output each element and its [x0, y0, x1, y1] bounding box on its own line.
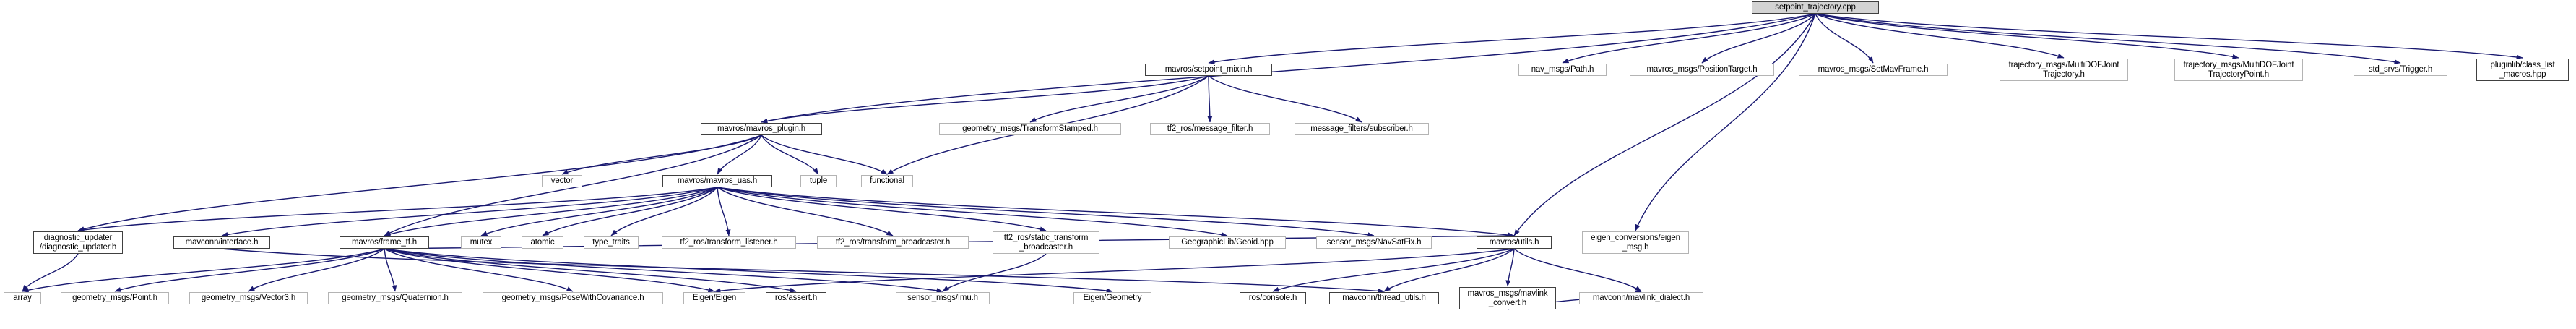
graph-node-std-srvs-trigger-h[interactable]: std_srvs/Trigger.h — [2354, 64, 2447, 76]
graph-node-mavconn-mavlink-dialect-h[interactable]: mavconn/mavlink_dialect.h — [1579, 292, 1703, 304]
graph-node-ros-assert-h[interactable]: ros/assert.h — [766, 292, 826, 304]
graph-edge — [1208, 13, 1816, 65]
graph-node-trajectory-msgs-multidofjoint-trajectorypoint-h[interactable]: trajectory_msgs/MultiDOFJoint Trajectory… — [2174, 59, 2303, 81]
graph-node-array[interactable]: array — [4, 292, 41, 304]
graph-node-geometry-msgs-vector3-h[interactable]: geometry_msgs/Vector3.h — [189, 292, 308, 304]
graph-edge — [542, 187, 718, 236]
graph-edge — [384, 248, 715, 293]
graph-edge — [717, 187, 731, 236]
graph-edge — [1815, 13, 2065, 59]
graph-edge — [1815, 13, 2401, 65]
graph-edge — [610, 187, 718, 236]
graph-edge — [384, 248, 397, 292]
graph-edge — [717, 187, 1375, 238]
graph-edge — [384, 248, 1113, 294]
graph-edge — [248, 248, 385, 292]
graph-edge — [114, 248, 385, 292]
graph-edge — [717, 187, 1228, 237]
graph-edge — [1383, 248, 1515, 292]
graph-node-pluginlib-class-list-macros-hpp[interactable]: pluginlib/class_list _macros.hpp — [2476, 59, 2569, 81]
graph-edge — [717, 187, 894, 236]
graph-node-tf2-ros-transform-broadcaster-h[interactable]: tf2_ros/transform_broadcaster.h — [817, 236, 969, 249]
graph-edge — [77, 134, 762, 232]
graph-node-mavconn-thread-utils-h[interactable]: mavconn/thread_utils.h — [1329, 292, 1439, 304]
graph-node-eigen-conversions-eigen-msg-h[interactable]: eigen_conversions/eigen _msg.h — [1582, 231, 1689, 254]
graph-node-type-traits[interactable]: type_traits — [584, 236, 639, 249]
graph-edge — [384, 248, 574, 292]
graph-node-geometry-msgs-point-h[interactable]: geometry_msgs/Point.h — [61, 292, 169, 304]
graph-node-sensor-msgs-navsatfix-h[interactable]: sensor_msgs/NavSatFix.h — [1316, 236, 1432, 249]
graph-node-mavros-utils-h[interactable]: mavros/utils.h — [1477, 236, 1552, 249]
graph-edge — [1562, 13, 1816, 64]
graph-edge — [384, 187, 718, 236]
graph-edge — [942, 253, 1047, 292]
graph-node-mavros-mavros-uas-h[interactable]: mavros/mavros_uas.h — [662, 175, 772, 187]
graph-edge — [480, 187, 718, 236]
graph-node-mavros-msgs-positiontarget-h[interactable]: mavros_msgs/PositionTarget.h — [1630, 64, 1774, 76]
graph-edge — [1208, 75, 1362, 123]
graph-edge — [384, 248, 797, 293]
graph-node-mutex[interactable]: mutex — [461, 236, 501, 249]
graph-node-geometry-msgs-posewithcovariance-h[interactable]: geometry_msgs/PoseWithCovariance.h — [483, 292, 663, 304]
graph-edge — [1505, 248, 1515, 287]
graph-node-mavros-frame-tf-h[interactable]: mavros/frame_tf.h — [340, 236, 429, 249]
graph-node-trajectory-msgs-multidofjoint-trajectory-h[interactable]: trajectory_msgs/MultiDOFJoint Trajectory… — [2000, 59, 2128, 81]
graph-node-atomic[interactable]: atomic — [522, 236, 563, 249]
graph-edge — [1701, 13, 1816, 64]
graph-node-mavconn-interface-h[interactable]: mavconn/interface.h — [173, 236, 270, 249]
graph-node-setpoint-trajectory-cpp[interactable]: setpoint_trajectory.cpp — [1752, 1, 1879, 14]
graph-edge — [761, 75, 1209, 124]
graph-node-mavros-msgs-mavlink-convert-h[interactable]: mavros_msgs/mavlink _convert.h — [1459, 287, 1556, 309]
graph-node-ros-console-h[interactable]: ros/console.h — [1240, 292, 1306, 304]
graph-edge — [221, 187, 718, 237]
graph-node-eigen-eigen[interactable]: Eigen/Eigen — [683, 292, 745, 304]
graph-node-mavros-setpoint-mixin-h[interactable]: mavros/setpoint_mixin.h — [1145, 64, 1272, 76]
graph-node-tuple[interactable]: tuple — [800, 175, 837, 187]
graph-node-mavros-mavros-plugin-h[interactable]: mavros/mavros_plugin.h — [701, 123, 822, 135]
graph-edge — [1815, 13, 1874, 64]
graph-edge — [761, 134, 819, 175]
graph-edge — [221, 248, 1385, 294]
graph-node-geometry-msgs-transformstamped-h[interactable]: geometry_msgs/TransformStamped.h — [939, 123, 1121, 135]
graph-node-sensor-msgs-imu-h[interactable]: sensor_msgs/Imu.h — [896, 292, 990, 304]
graph-edge — [1513, 13, 1816, 236]
graph-edge — [22, 248, 385, 293]
graph-edge — [1513, 248, 1642, 292]
graph-node-geographiclib-geoid-hpp[interactable]: GeographicLib/Geoid.hpp — [1169, 236, 1286, 249]
graph-node-nav-msgs-path-h[interactable]: nav_msgs/Path.h — [1518, 64, 1607, 76]
graph-node-eigen-geometry[interactable]: Eigen/Geometry — [1073, 292, 1151, 304]
graph-edge — [714, 248, 1515, 294]
graph-node-tf2-ros-transform-listener-h[interactable]: tf2_ros/transform_listener.h — [662, 236, 796, 249]
graph-node-message-filters-subscriber-h[interactable]: message_filters/subscriber.h — [1295, 123, 1429, 135]
graph-edge — [22, 253, 79, 292]
graph-edge — [717, 134, 762, 175]
graph-edge — [384, 248, 943, 294]
graph-node-mavros-msgs-setmavframe-h[interactable]: mavros_msgs/SetMavFrame.h — [1799, 64, 1948, 76]
graph-edge — [717, 187, 1047, 232]
graph-node-geometry-msgs-quaternion-h[interactable]: geometry_msgs/Quaternion.h — [328, 292, 462, 304]
graph-node-tf2-ros-message-filter-h[interactable]: tf2_ros/message_filter.h — [1150, 123, 1270, 135]
graph-edge — [1815, 13, 2523, 60]
graph-edge — [1029, 75, 1209, 123]
graph-edge — [717, 187, 1515, 238]
graph-node-diagnostic-updater-diagnostic-updater-h[interactable]: diagnostic_updater /diagnostic_updater.h — [33, 231, 123, 254]
graph-edge — [1272, 248, 1515, 292]
graph-node-functional[interactable]: functional — [861, 175, 913, 187]
graph-node-tf2-ros-static-transform-broadcaster-h[interactable]: tf2_ros/static_transform _broadcaster.h — [993, 231, 1099, 254]
graph-edge — [761, 134, 888, 175]
graph-edge — [1815, 13, 2239, 59]
graph-edge — [561, 134, 762, 175]
graph-edge — [1635, 13, 1816, 231]
graph-edge — [1207, 75, 1213, 123]
graph-edge — [77, 187, 718, 233]
graph-node-vector[interactable]: vector — [542, 175, 582, 187]
